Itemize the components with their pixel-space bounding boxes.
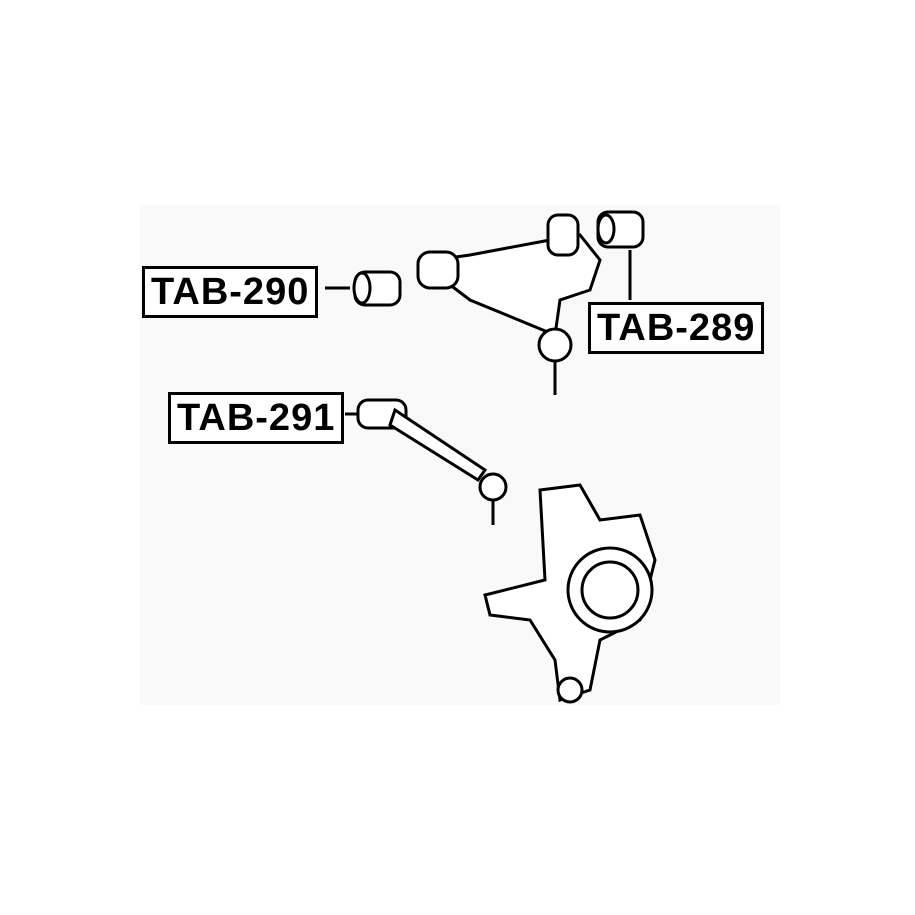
steering-knuckle (483, 483, 657, 704)
upper-control-arm (416, 213, 602, 395)
part-label-tab-289: TAB-289 (588, 302, 765, 354)
part-label-tab-290: TAB-290 (142, 266, 319, 318)
bushing-289 (596, 210, 645, 300)
part-label-tab-291: TAB-291 (168, 392, 345, 444)
bushing-290 (325, 270, 402, 307)
lower-link-291 (345, 398, 508, 525)
